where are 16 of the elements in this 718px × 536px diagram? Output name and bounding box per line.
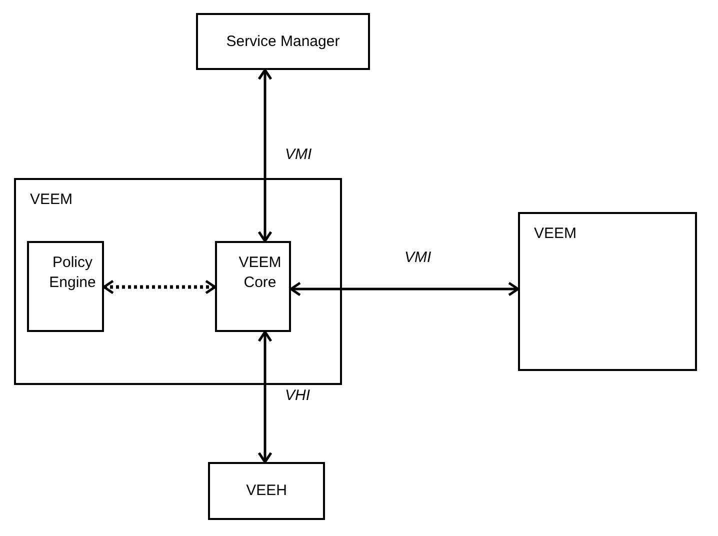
box-label: Policy Engine — [48, 253, 97, 293]
component-box — [196, 13, 370, 70]
component-box — [27, 241, 104, 332]
double-arrow — [258, 68, 272, 242]
box-label: VEEH — [246, 481, 287, 501]
box-label: VEEM — [30, 190, 73, 210]
box-label: VEEM Core — [238, 253, 282, 293]
double-arrow — [102, 280, 216, 294]
box-label: Service Manager — [226, 32, 340, 52]
box-label: VEEM — [534, 224, 577, 244]
double-arrow — [258, 330, 272, 464]
double-arrow — [290, 282, 520, 296]
component-box — [215, 241, 291, 332]
component-box — [208, 462, 325, 520]
component-box — [14, 178, 342, 385]
component-box — [518, 212, 697, 371]
